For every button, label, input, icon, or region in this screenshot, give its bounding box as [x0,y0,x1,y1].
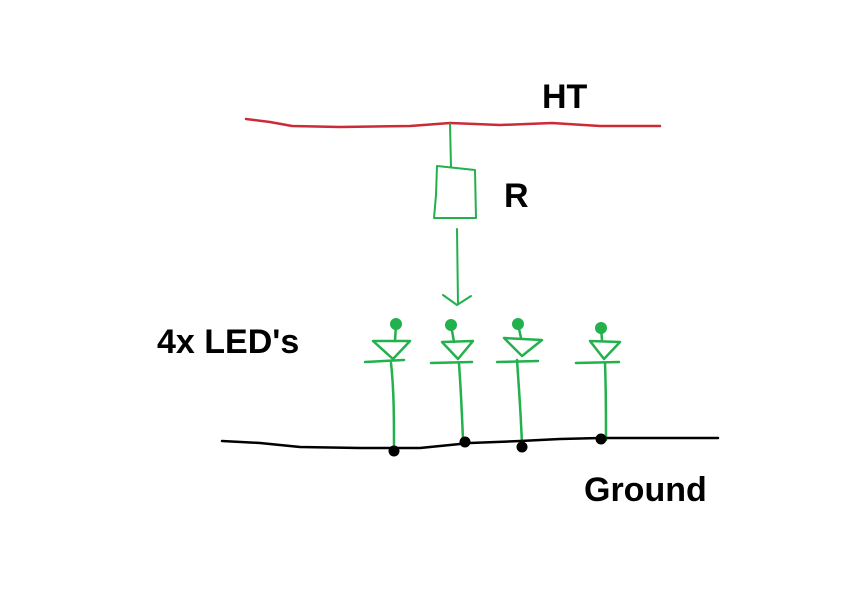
ground-junction-1 [388,445,400,457]
resistor-label: R [504,177,529,215]
led-2-lead [457,362,465,442]
led-2 [429,319,475,442]
current-arrow-icon [442,294,472,306]
led-3 [495,318,544,448]
led-4-triangle [588,339,622,361]
resistor-bottom-lead [456,228,459,305]
led-1-triangle [371,339,412,361]
led-4-lead [603,361,608,442]
ground-junction-2 [459,436,471,448]
resistor [433,123,477,306]
ground-junctions [388,433,607,457]
resistor-body [433,165,477,219]
led-1 [363,318,412,451]
led-3-triangle [502,336,544,358]
led-1-lead [389,361,396,451]
resistor-top-lead [449,123,452,168]
led-2-triangle [440,339,475,361]
ht-rail [244,117,662,129]
led-2-bar [429,360,474,365]
led-4-bar [574,360,621,365]
ground-junction-4 [595,433,607,445]
leds-label: 4x LED's [157,323,299,361]
led-3-lead [515,358,524,448]
ht-label: HT [542,78,588,116]
led-1-bar [363,358,406,364]
ground-junction-3 [516,441,528,453]
ground-label: Ground [584,471,707,509]
led-4 [574,322,622,442]
led-array [363,318,622,451]
